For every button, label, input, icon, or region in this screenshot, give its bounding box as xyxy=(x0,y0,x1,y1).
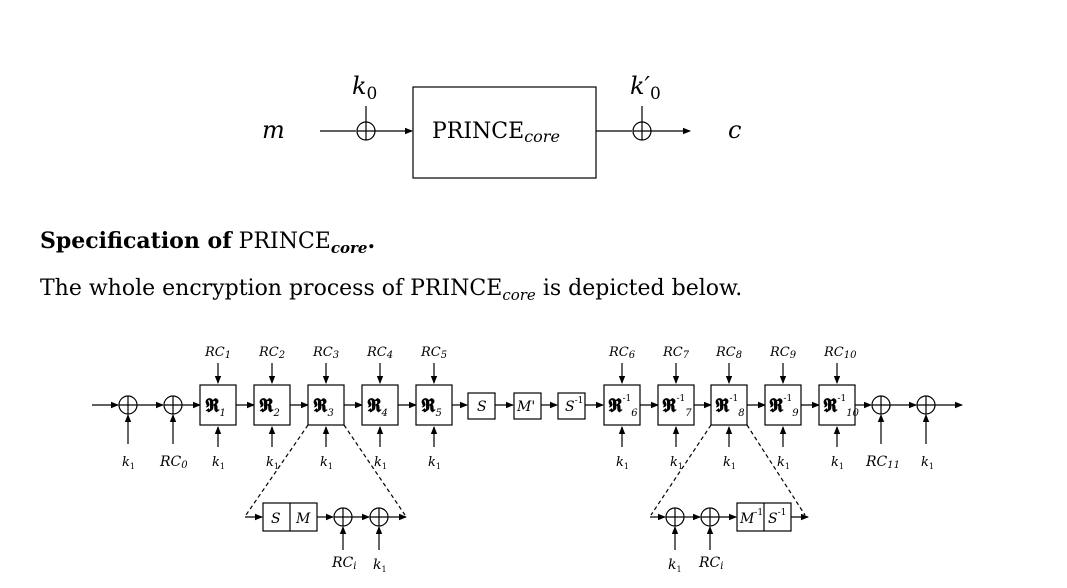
spec-text: The whole encryption process of PRINCEco… xyxy=(40,276,742,304)
detail-bwd-rci-label: RCi xyxy=(698,555,723,572)
spec-text-before: The whole encryption process of xyxy=(40,276,404,301)
key-k0: k0 xyxy=(352,72,377,104)
middle-s-box xyxy=(467,392,496,420)
spec-heading-name: PRINCE xyxy=(238,229,331,254)
detail-bwd-dash-right xyxy=(746,424,806,516)
k1-label-inv-6: k1 xyxy=(616,455,629,471)
round-inv-label-8: 𝕽-18 xyxy=(715,394,745,419)
rc-label-6: RC6 xyxy=(608,345,636,361)
detail-fwd-s-label: S xyxy=(271,511,281,527)
rc0-label: RC0 xyxy=(159,454,188,471)
round-label-2: 𝕽2 xyxy=(259,395,280,419)
rc-label-3: RC3 xyxy=(312,345,339,361)
round-inv-box-8 xyxy=(710,384,748,426)
round-box-2 xyxy=(253,384,291,426)
k1-label-inv-9: k1 xyxy=(777,455,790,471)
detail-fwd-dash-right xyxy=(343,424,406,516)
round-inv-label-7: 𝕽-17 xyxy=(662,394,692,419)
k1-label-1: k1 xyxy=(212,455,225,471)
rc-label-2: RC2 xyxy=(258,345,285,361)
middle-sinv-box xyxy=(557,392,586,420)
input-m: m xyxy=(262,116,285,144)
round-inv-box-9 xyxy=(764,384,802,426)
middle-m-label: M' xyxy=(516,399,535,415)
round-label-1: 𝕽1 xyxy=(205,395,226,419)
k1-label-inv-10: k1 xyxy=(831,455,844,471)
detail-fwd-m-label: M xyxy=(295,511,311,527)
round-inv-label-9: 𝕽-19 xyxy=(769,394,799,419)
middle-sinv-label: S-1 xyxy=(565,396,583,415)
round-label-5: 𝕽5 xyxy=(421,395,442,419)
rc-label-5: RC5 xyxy=(420,345,447,361)
middle-s-label: S xyxy=(477,399,487,415)
round-label-3: 𝕽3 xyxy=(313,395,334,419)
detail-fwd-dash-left xyxy=(245,424,309,516)
detail-bwd-minv-label: M-1 xyxy=(739,508,763,527)
k1-label-3: k1 xyxy=(320,455,333,471)
spec-text-name: PRINCE xyxy=(410,276,503,301)
spec-text-sub: core xyxy=(502,286,536,304)
spec-heading: Specification of PRINCEcore. xyxy=(40,228,375,257)
k1-label-4: k1 xyxy=(374,455,387,471)
spec-heading-sub: core xyxy=(330,239,368,257)
round-chain: k1 RC0 𝕽1 RC1 k1 𝕽2 RC2 k1 𝕽3 RC3 k1 𝕽4 RC4 k1 𝕽5 RC5 k1… xyxy=(92,345,963,471)
detail-fwd-k1-label: k1 xyxy=(373,557,387,574)
spec-heading-end: . xyxy=(367,228,376,254)
detail-bwd-k1-label: k1 xyxy=(668,557,682,574)
round-inv-box-7 xyxy=(657,384,695,426)
rc-label-7: RC7 xyxy=(662,345,690,361)
k1-in-label: k1 xyxy=(122,455,135,471)
spec-heading-bold: Specification of xyxy=(40,228,232,254)
k1-label-2: k1 xyxy=(266,455,279,471)
key-k0prime: k′0 xyxy=(630,72,661,104)
rc-label-4: RC4 xyxy=(366,345,393,361)
middle-m-box xyxy=(513,392,542,420)
round-inv-label-10: 𝕽-110 xyxy=(823,394,860,419)
k1-label-5: k1 xyxy=(428,455,441,471)
k1-out-label: k1 xyxy=(921,455,934,471)
k1-label-inv-8: k1 xyxy=(723,455,736,471)
round-box-5 xyxy=(415,384,453,426)
detail-fwd-rci-label: RCi xyxy=(331,555,356,572)
round-inv-label-6: 𝕽-16 xyxy=(608,394,638,419)
output-c: c xyxy=(728,116,741,144)
detail-bwd-sinv-label: S-1 xyxy=(768,508,786,527)
rc-label-10: RC10 xyxy=(823,345,857,361)
top-diagram: m k0 PRINCEcore k′0 c xyxy=(262,72,741,179)
rc11-label: RC11 xyxy=(865,454,900,471)
round-label-4: 𝕽4 xyxy=(367,395,388,419)
rc-label-8: RC8 xyxy=(715,345,742,361)
rc-label-1: RC1 xyxy=(204,345,231,361)
round-box-4 xyxy=(361,384,399,426)
k1-label-inv-7: k1 xyxy=(670,455,683,471)
prince-core-box xyxy=(412,86,597,179)
prince-core-label: PRINCEcore xyxy=(432,119,560,146)
rc-label-9: RC9 xyxy=(769,345,797,361)
spec-text-after: is depicted below. xyxy=(542,276,743,301)
